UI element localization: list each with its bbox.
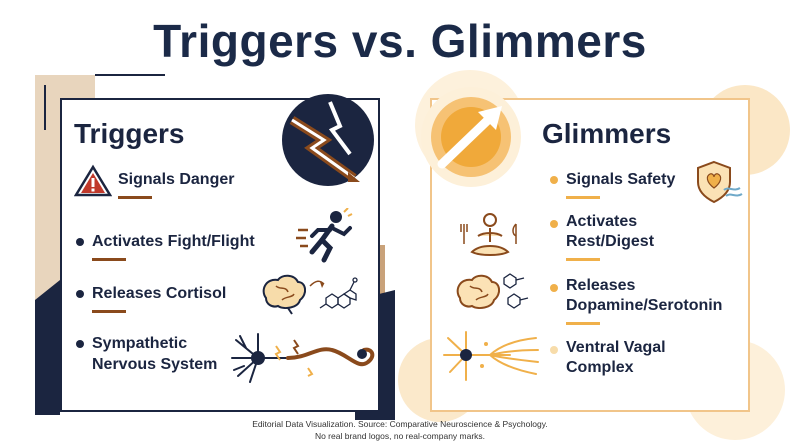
nerve-cell-icon [231, 333, 375, 383]
trigger-item-fight-flight: Activates Fight/Flight [92, 233, 255, 250]
trigger-underline-2 [92, 258, 126, 261]
shield-heart-icon [697, 160, 743, 204]
bullet-dot [550, 220, 558, 228]
glimmer-underline-2 [566, 258, 600, 261]
trigger-item-signals-danger: Signals Danger [118, 171, 235, 188]
glimmer-item-vagal-line2: Complex [566, 359, 634, 376]
glimmer-item-rest-line1: Activates [566, 213, 638, 230]
glimmers-heading: Glimmers [542, 118, 672, 149]
lightning-bolt-emblem-icon [282, 94, 374, 186]
trigger-item-sympathetic-line2: Nervous System [92, 356, 218, 373]
bullet-dot [76, 290, 84, 298]
page-title: Triggers vs. Glimmers [153, 15, 647, 67]
rising-arrow-emblem-icon [421, 87, 521, 187]
glimmer-underline-1 [566, 196, 600, 199]
left-navy-block [35, 280, 60, 415]
brain-cortisol-icon [262, 274, 358, 315]
vagal-nerve-icon [443, 331, 539, 381]
meditation-icon [460, 213, 517, 256]
warning-icon [74, 164, 112, 197]
footer-line-2: No real brand logos, no real-company mar… [314, 431, 486, 441]
bullet-dot [550, 284, 558, 292]
footer-line-1: Editorial Data Visualization. Source: Co… [252, 419, 548, 429]
glimmer-item-rest-line2: Rest/Digest [566, 233, 655, 250]
triggers-heading: Triggers [74, 118, 185, 149]
bullet-dot [76, 340, 84, 348]
trigger-underline-1 [118, 196, 152, 199]
running-person-icon [296, 208, 353, 263]
glimmer-item-dopamine-line1: Releases [566, 277, 636, 294]
trigger-underline-3 [92, 310, 126, 313]
brain-dopamine-icon [456, 273, 529, 309]
glimmer-item-vagal-line1: Ventral Vagal [566, 339, 666, 356]
bullet-dot [550, 346, 558, 354]
trigger-item-cortisol: Releases Cortisol [92, 285, 227, 302]
footer-note: Editorial Data Visualization. Source: Co… [0, 418, 800, 442]
bullet-dot [550, 176, 558, 184]
glimmer-underline-3 [566, 322, 600, 325]
glimmer-item-signals-safety: Signals Safety [566, 171, 676, 188]
trigger-item-sympathetic-line1: Sympathetic [92, 335, 188, 352]
glimmer-item-dopamine-line2: Dopamine/Serotonin [566, 297, 723, 314]
bullet-dot [76, 238, 84, 246]
